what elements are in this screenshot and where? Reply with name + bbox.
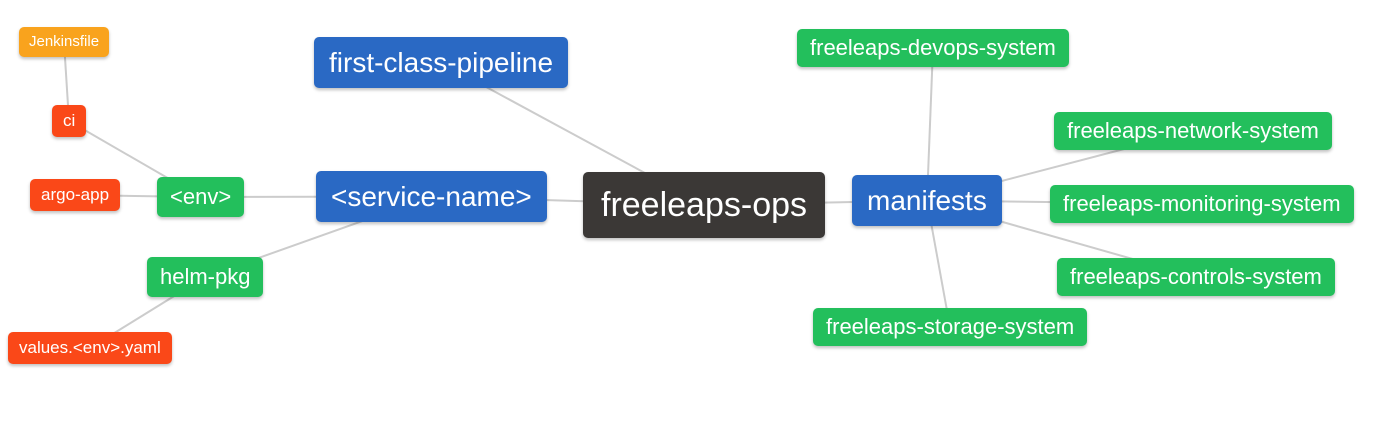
node-freeleaps-monitoring-system[interactable]: freeleaps-monitoring-system [1050,185,1354,223]
node-env[interactable]: <env> [157,177,245,217]
node-helm-pkg[interactable]: helm-pkg [147,257,264,297]
node-ci[interactable]: ci [52,105,87,138]
node-jenkinsfile[interactable]: Jenkinsfile [19,27,110,57]
node-freeleaps-devops-system[interactable]: freeleaps-devops-system [797,29,1069,67]
node-freeleaps-storage-system[interactable]: freeleaps-storage-system [813,308,1088,346]
node-service-name[interactable]: <service-name> [316,171,547,223]
node-freeleaps-controls-system[interactable]: freeleaps-controls-system [1057,258,1335,296]
node-freeleaps-network-system[interactable]: freeleaps-network-system [1054,112,1332,150]
node-values-env-yaml[interactable]: values.<env>.yaml [8,332,172,365]
node-argo-app[interactable]: argo-app [30,179,121,212]
node-manifests[interactable]: manifests [852,175,1002,227]
node-first-class-pipeline[interactable]: first-class-pipeline [314,37,569,89]
node-freeleaps-ops-root[interactable]: freeleaps-ops [583,172,826,239]
